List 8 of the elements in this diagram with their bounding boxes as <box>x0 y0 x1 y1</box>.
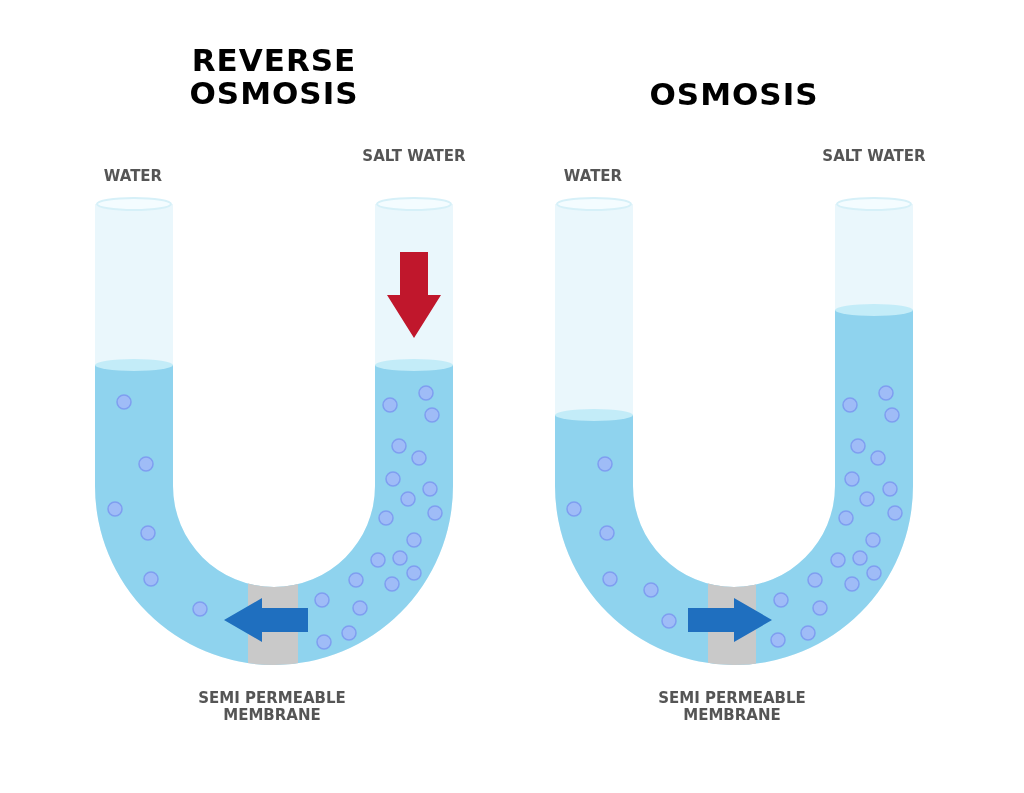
membrane-label: SEMI PERMEABLE MEMBRANE <box>657 690 807 725</box>
tube-label: WATER <box>102 168 164 186</box>
title: REVERSE OSMOSIS <box>188 44 360 110</box>
membrane-label: SEMI PERMEABLE MEMBRANE <box>197 690 347 725</box>
tube-label: SALT WATER <box>361 148 467 166</box>
tube-label: WATER <box>562 168 624 186</box>
title: OSMOSIS <box>648 78 820 111</box>
tube-label: SALT WATER <box>821 148 927 166</box>
